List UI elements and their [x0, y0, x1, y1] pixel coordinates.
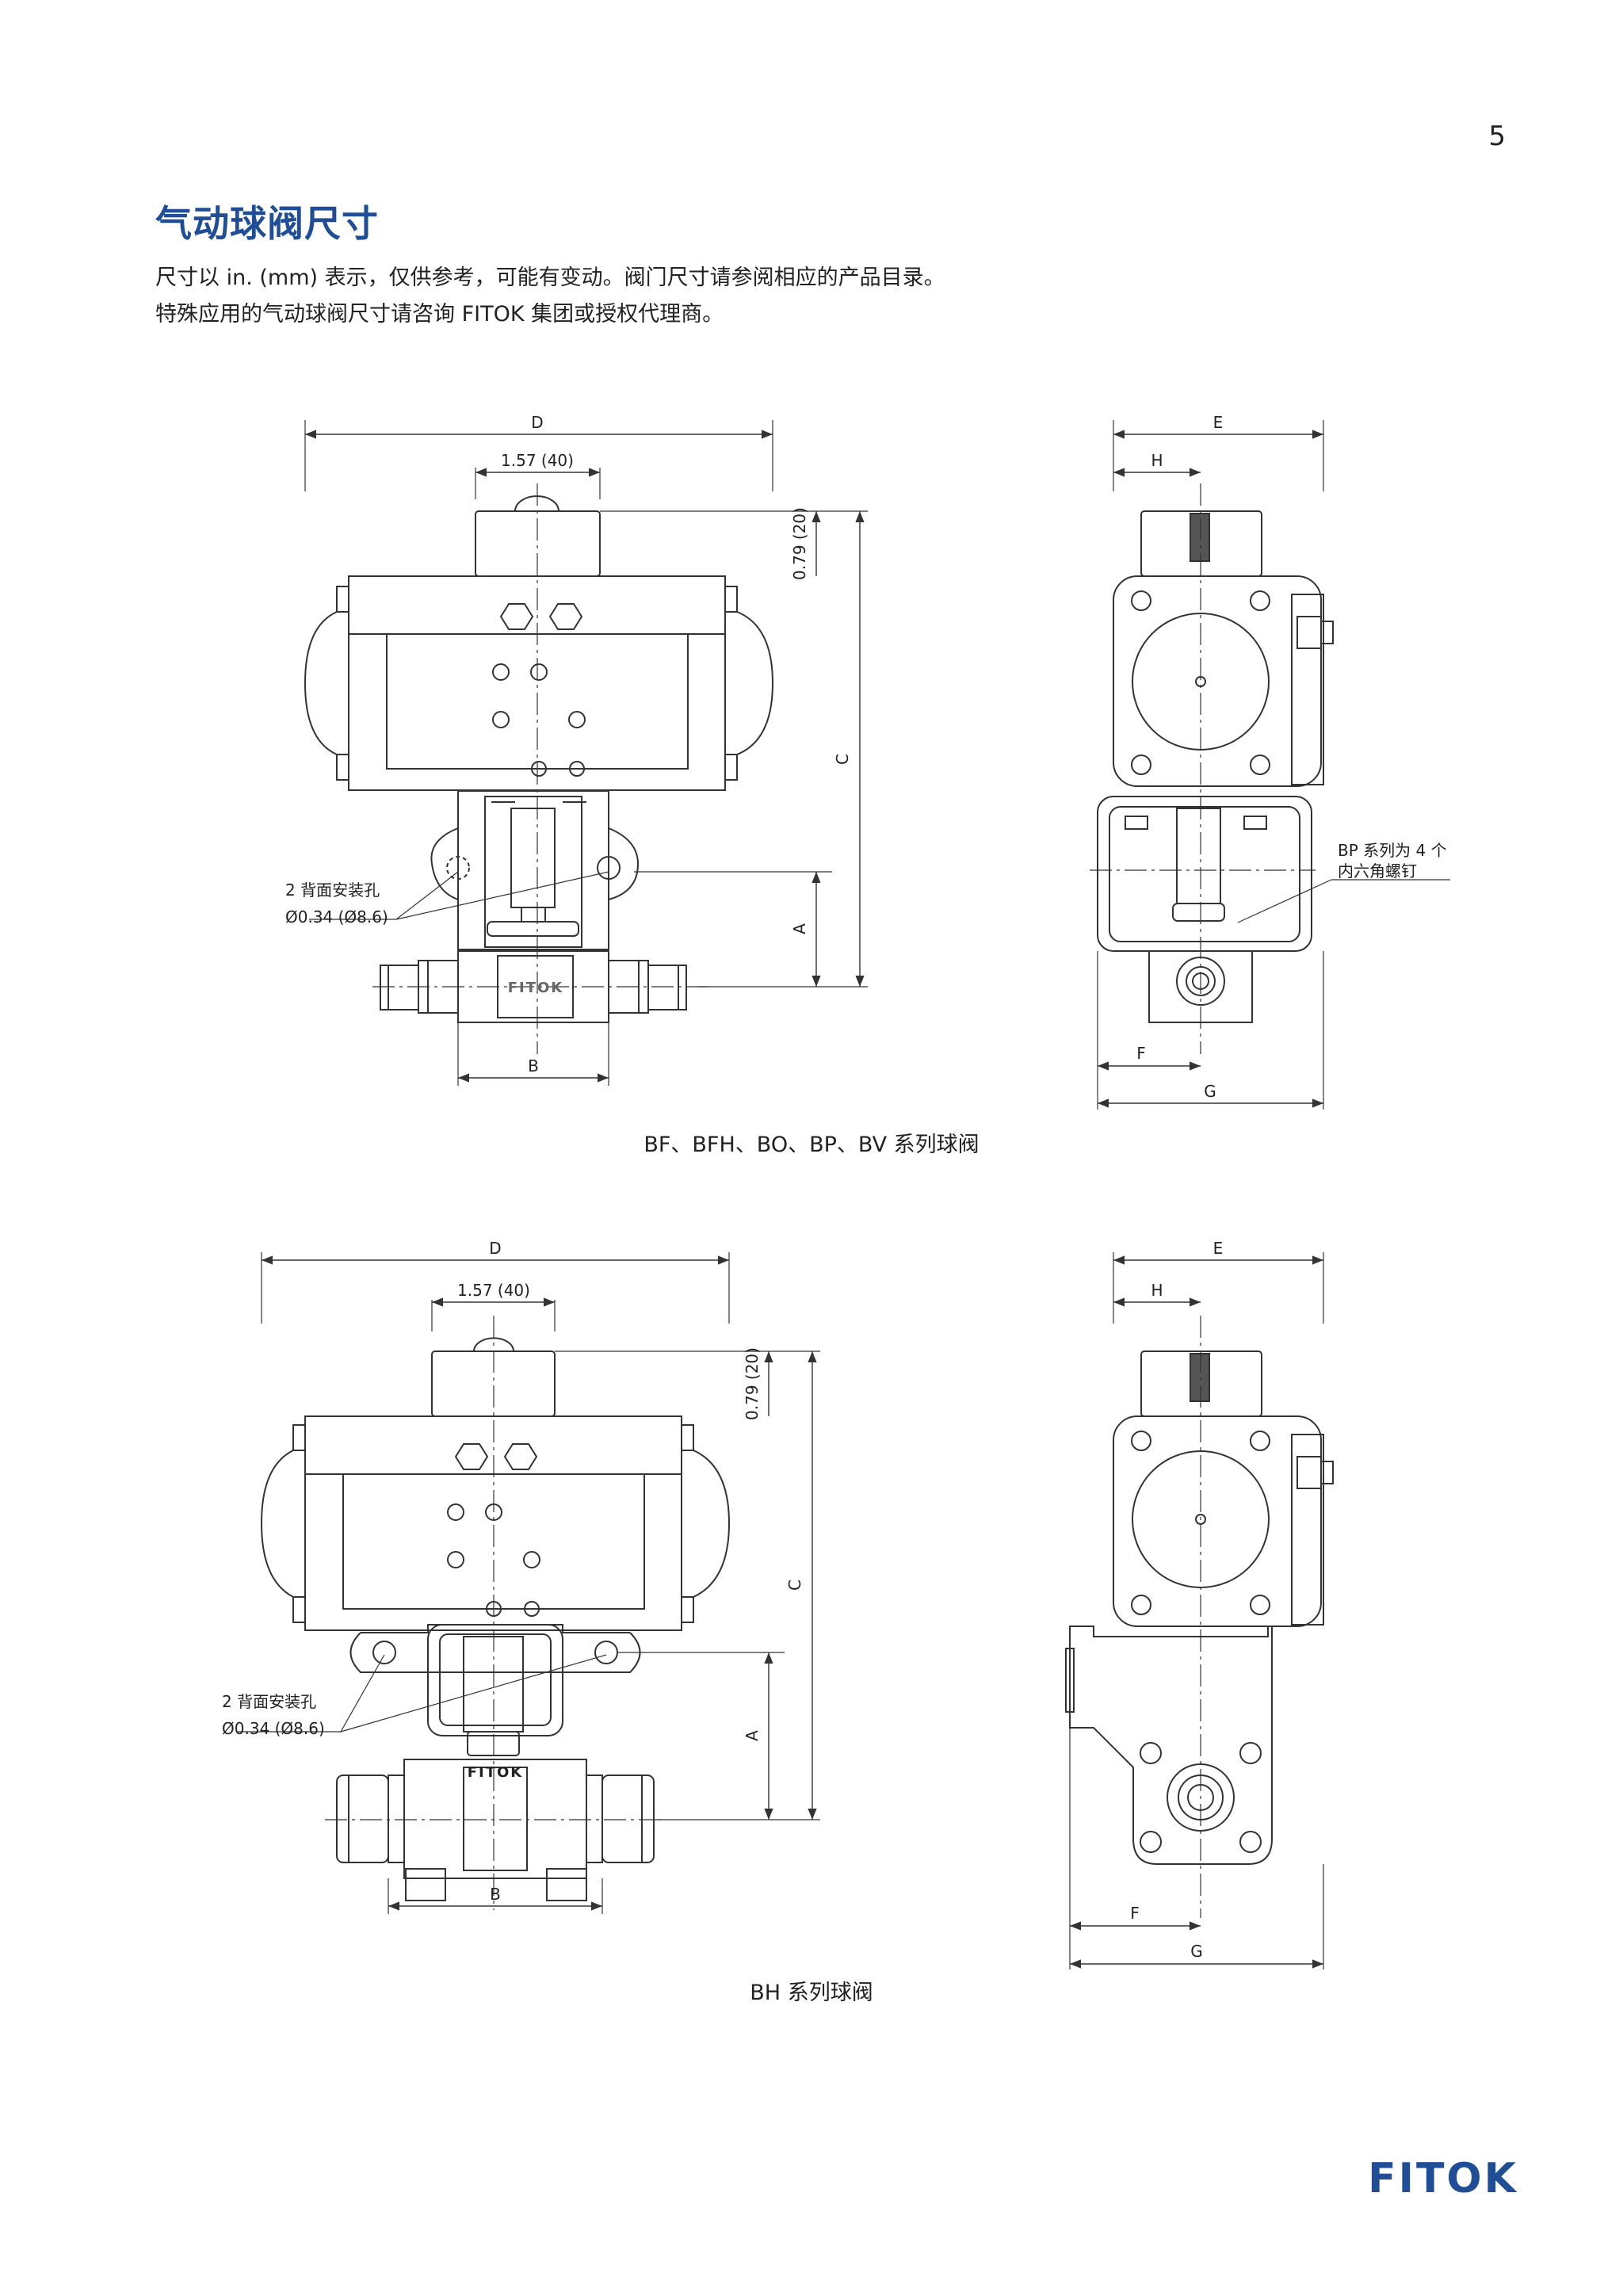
holes-note-line-1: 2 背面安装孔	[285, 881, 380, 900]
figure-bh-series: D 1.57 (40) 0.79 (20) C A B E H F G FITO…	[0, 1221, 1623, 2021]
valve-mark: FITOK	[508, 980, 564, 996]
page-number: 5	[1488, 120, 1506, 152]
label-b: B	[528, 1056, 539, 1075]
label-e: E	[1213, 1239, 1224, 1258]
valve-mark: FITOK	[468, 1764, 524, 1781]
label-0-79: 0.79 (20)	[790, 507, 809, 580]
label-b: B	[490, 1885, 501, 1904]
screw-note-line-1: BP 系列为 4 个	[1338, 841, 1447, 860]
side-view	[1090, 420, 1450, 1110]
figure-bf-series: D 1.57 (40) 0.79 (20) C A B E H F G FITO…	[0, 396, 1623, 1189]
label-h: H	[1151, 451, 1163, 470]
fitok-logo-text: FITOK	[1368, 2155, 1518, 2202]
label-a: A	[743, 1730, 762, 1741]
intro-line-1: 尺寸以 in. (mm) 表示，仅供参考，可能有变动。阀门尺寸请参阅相应的产品目…	[155, 266, 945, 290]
side-view	[1065, 1252, 1334, 1969]
label-1-57: 1.57 (40)	[457, 1281, 530, 1300]
intro-text: 尺寸以 in. (mm) 表示，仅供参考，可能有变动。阀门尺寸请参阅相应的产品目…	[155, 260, 945, 333]
figure-1-caption: BF、BFH、BO、BP、BV 系列球阀	[643, 1133, 980, 1157]
label-a: A	[790, 923, 809, 934]
label-g: G	[1190, 1942, 1203, 1961]
page-title: 气动球阀尺寸	[155, 202, 379, 245]
label-f: F	[1130, 1904, 1140, 1923]
fitok-logo: FITOK	[1368, 2155, 1518, 2202]
holes-note-line-2: Ø0.34 (Ø8.6)	[285, 907, 388, 926]
label-d: D	[531, 413, 543, 432]
label-d: D	[489, 1239, 501, 1258]
figure-2-caption: BH 系列球阀	[750, 1981, 873, 2005]
label-c: C	[785, 1580, 804, 1591]
bf-drawing: D 1.57 (40) 0.79 (20) C A B E H F G FITO…	[285, 413, 1450, 1110]
label-c: C	[833, 754, 852, 765]
label-g: G	[1204, 1082, 1216, 1101]
label-0-79: 0.79 (20)	[743, 1347, 762, 1420]
holes-note-line-1: 2 背面安装孔	[222, 1692, 316, 1711]
label-f: F	[1136, 1044, 1146, 1063]
front-view	[304, 420, 868, 1086]
holes-note-line-2: Ø0.34 (Ø8.6)	[222, 1719, 325, 1738]
label-1-57: 1.57 (40)	[501, 451, 574, 470]
label-h: H	[1151, 1281, 1163, 1300]
label-e: E	[1213, 413, 1224, 432]
front-view	[238, 1252, 820, 1914]
bh-drawing: D 1.57 (40) 0.79 (20) C A B E H F G FITO…	[222, 1239, 1334, 1969]
screw-note-line-2: 内六角螺钉	[1338, 861, 1417, 881]
intro-line-2: 特殊应用的气动球阀尺寸请咨询 FITOK 集团或授权代理商。	[155, 302, 724, 327]
